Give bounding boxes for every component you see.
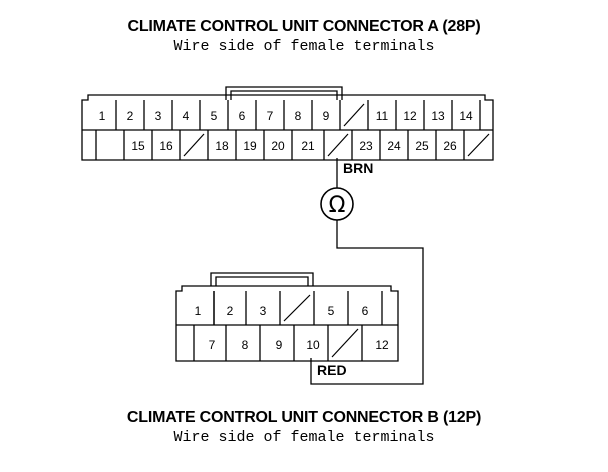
empty-cavity-mark: [183, 133, 205, 157]
pin-number: 4: [183, 109, 190, 123]
pin-number: 7: [267, 109, 274, 123]
pin-number: 18: [215, 139, 229, 153]
red-wire-label: RED: [317, 362, 347, 378]
pin-number: 14: [459, 109, 473, 123]
ohm-symbol: Ω: [329, 193, 346, 218]
empty-cavity-mark: [327, 133, 349, 157]
pin-number: 5: [211, 109, 218, 123]
pin-number: 21: [301, 139, 315, 153]
connector-b-outline: [175, 285, 399, 362]
connector-a-subtitle: Wire side of female terminals: [173, 38, 435, 55]
empty-cavity-mark: [467, 133, 490, 157]
pin-number: 12: [403, 109, 417, 123]
ohmmeter-lead: [310, 220, 424, 385]
connector-a-title: CLIMATE CONTROL UNIT CONNECTOR A (28P): [127, 18, 481, 35]
pin-number: 20: [271, 139, 285, 153]
pin-number: 23: [359, 139, 373, 153]
empty-cavity-mark: [331, 328, 359, 358]
empty-cavity-mark: [283, 294, 311, 322]
pin-number: 8: [242, 338, 249, 352]
pin-number: 8: [295, 109, 302, 123]
brn-wire-label: BRN: [343, 160, 373, 176]
pin-number: 16: [159, 139, 173, 153]
pin-number: 24: [387, 139, 401, 153]
pin-number: 13: [431, 109, 445, 123]
pin-number: 1: [195, 304, 202, 318]
pin-number: 15: [131, 139, 145, 153]
test-wiring: [310, 158, 424, 385]
empty-cavity-mark: [343, 103, 365, 127]
pin-number: 5: [328, 304, 335, 318]
pin-number: 12: [375, 338, 389, 352]
connector-a-outline: [81, 94, 494, 161]
pin-number: 11: [376, 109, 389, 123]
pin-number: 6: [362, 304, 369, 318]
pin-number: 2: [127, 109, 134, 123]
pin-number: 7: [209, 338, 216, 352]
pin-number: 3: [155, 109, 162, 123]
pin-number: 25: [415, 139, 429, 153]
pin-number: 9: [276, 338, 283, 352]
pin-number: 10: [306, 338, 320, 352]
pin-number: 26: [443, 139, 457, 153]
pin-number: 19: [243, 139, 257, 153]
connector-b-lock-tab: [210, 272, 314, 286]
connector-a: [81, 86, 494, 161]
pin-number: 1: [99, 109, 106, 123]
pin-number: 3: [260, 304, 267, 318]
connector-b-subtitle: Wire side of female terminals: [173, 429, 435, 446]
pin-number: 9: [323, 109, 330, 123]
pin-number: 2: [227, 304, 234, 318]
pin-number: 6: [239, 109, 246, 123]
connector-a-lock-tab: [225, 86, 343, 100]
connector-b-title: CLIMATE CONTROL UNIT CONNECTOR B (12P): [126, 409, 482, 426]
connector-b: [175, 272, 399, 362]
